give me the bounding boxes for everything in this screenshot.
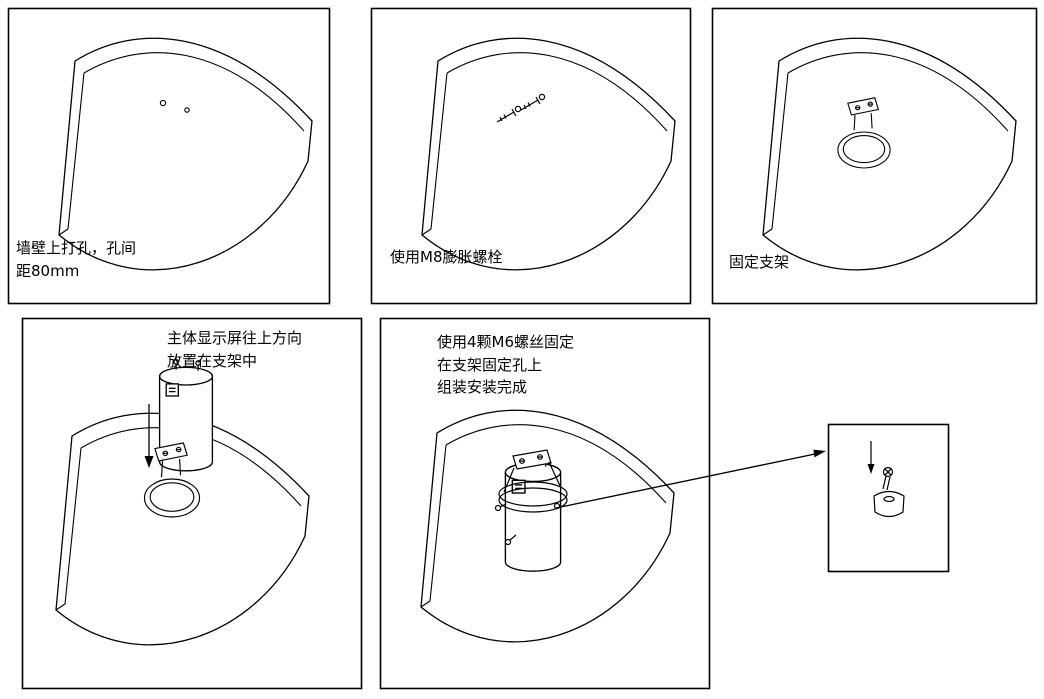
side-screw-icon — [494, 503, 507, 512]
down-arrow-icon — [867, 441, 875, 474]
step1-panel — [7, 7, 331, 305]
step4-panel — [21, 317, 363, 690]
drill-hole — [184, 107, 190, 113]
down-arrow-icon — [144, 404, 154, 468]
step2-panel — [370, 7, 692, 305]
clamp-block-drawing — [873, 490, 905, 518]
step5-label: 使用4颗M6螺丝固定 在支架固定孔上 组装安装完成 — [437, 333, 575, 396]
step1-border — [7, 7, 331, 305]
step4-label: 主体显示屏往上方向 放置在支架中 — [167, 329, 303, 370]
step5-border — [379, 317, 711, 690]
display-unit-drawing — [504, 454, 562, 572]
m6-screw-icon — [882, 466, 894, 491]
screw-detail-drawing — [867, 441, 905, 518]
step2-label: 使用M8膨胀螺栓 — [390, 248, 503, 266]
step3-panel — [711, 7, 1038, 305]
callout-arrow — [555, 449, 826, 509]
step5-panel — [379, 317, 711, 690]
step2-border — [370, 7, 692, 305]
wall-drawing — [58, 37, 313, 271]
drill-hole — [159, 99, 167, 107]
drill-holes — [159, 99, 190, 113]
step3-label: 固定支架 — [729, 253, 790, 271]
step3-border — [711, 7, 1038, 305]
wall-drawing — [421, 37, 676, 271]
step4-border — [21, 317, 363, 690]
detail-inset — [827, 423, 950, 573]
side-screw-icon — [504, 534, 517, 546]
bracket-assembled-drawing — [494, 449, 568, 546]
step1-label: 墙壁上打孔，孔间 距80mm — [16, 239, 137, 280]
